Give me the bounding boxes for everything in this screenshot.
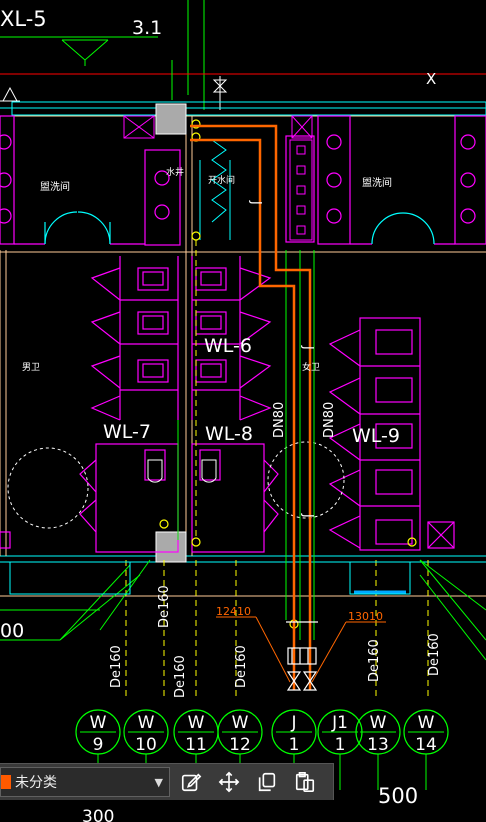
copy-button[interactable] xyxy=(250,767,284,797)
axis-bubble-7: W13 xyxy=(355,709,401,755)
axis-bubble-top: W xyxy=(138,713,155,733)
axis-bubble-bottom: 1 xyxy=(289,735,300,755)
washroom-left-fixtures xyxy=(0,115,181,246)
axis-bubble-1: W9 xyxy=(75,709,121,755)
hot-water-equipment xyxy=(123,115,313,241)
axis-bubble-5: J1 xyxy=(271,709,317,755)
axis-bubble-circle xyxy=(403,709,449,755)
room-label-womens: 女卫 xyxy=(302,361,320,373)
paste-button[interactable] xyxy=(288,767,322,797)
dim-orange-left: 12410 xyxy=(216,605,251,618)
green-lines xyxy=(0,60,486,661)
j-labels: J J J xyxy=(248,200,315,518)
j-mark-1: J xyxy=(248,200,263,205)
cross-mark: X xyxy=(426,70,436,88)
dim-orange-right: 13010 xyxy=(348,610,383,623)
axis-bubble-top: W xyxy=(370,713,387,733)
warning-icon xyxy=(0,86,20,102)
axis-bubble-bottom: 14 xyxy=(415,735,437,755)
dim-de160-1: De160 xyxy=(109,645,124,688)
edit-button[interactable] xyxy=(174,767,208,797)
axis-bubble-circle xyxy=(271,709,317,755)
pipe-label-wl9: WL-9 xyxy=(352,425,400,447)
layer-dropdown[interactable]: 未分类 ▼ xyxy=(0,767,170,797)
paste-icon xyxy=(295,772,315,792)
room-label-mens: 男卫 xyxy=(22,362,40,373)
axis-bubble-8: W14 xyxy=(403,709,449,755)
move-icon xyxy=(218,771,240,793)
dim-de160-4: De160 xyxy=(234,645,249,688)
shaft-block-bottom xyxy=(155,531,187,563)
heater-coil xyxy=(211,139,227,223)
room-label-washroom-right: 盥洗间 xyxy=(362,176,392,189)
axis-bubble-top: W xyxy=(418,713,435,733)
washroom-right-fixtures xyxy=(285,115,486,245)
doors xyxy=(44,211,435,245)
axis-bubble-top: W xyxy=(188,713,205,733)
edit-icon xyxy=(181,773,202,792)
top-left-label: XL-5 xyxy=(0,7,47,31)
axis-bubble-circle xyxy=(217,709,263,755)
dim-bottom-500: 500 xyxy=(378,784,418,808)
layer-color-swatch xyxy=(1,775,11,789)
dim-de160-2: De160 xyxy=(157,585,172,628)
axis-bubble-circle xyxy=(355,709,401,755)
pipe-label-dn80-right: DN80 xyxy=(322,402,337,438)
toilet-stalls-lower xyxy=(0,443,279,553)
axis-bubble-top: J xyxy=(290,713,296,733)
room-label-washroom-left: 盥洗间 xyxy=(40,180,70,193)
move-button[interactable] xyxy=(212,767,246,797)
axis-bubble-bottom: 9 xyxy=(93,735,104,755)
pipe-label-dn80-left: DN80 xyxy=(272,402,287,438)
toilet-stalls-left xyxy=(90,256,179,421)
j-mark-2: J xyxy=(300,345,315,350)
axis-bubble-6: J11 xyxy=(317,709,363,755)
room-label-water-shaft: 水井 xyxy=(166,166,184,178)
shaft-block-top xyxy=(155,103,187,135)
axis-bubble-top: J1 xyxy=(331,713,348,733)
axis-bubble-circle xyxy=(123,709,169,755)
axis-bubble-3: W11 xyxy=(173,709,219,755)
dashed-circles xyxy=(7,441,345,529)
edit-toolbar: 未分类 ▼ xyxy=(0,763,334,800)
dim-left-edge: 00 xyxy=(0,620,24,642)
dim-de160-5: De160 xyxy=(367,639,382,682)
pipe-label-wl7: WL-7 xyxy=(103,421,151,443)
room-label-hot-water: 开水间 xyxy=(208,174,235,186)
axis-bubble-circle xyxy=(75,709,121,755)
pipe-label-wl8: WL-8 xyxy=(205,423,253,445)
stair-hatch xyxy=(9,561,411,595)
toilet-stalls-right xyxy=(328,317,455,551)
dim-de160-3: De160 xyxy=(173,655,188,698)
j-mark-3: J xyxy=(300,513,315,518)
orange-leaders xyxy=(216,616,386,683)
axis-bubble-bottom: 1 xyxy=(335,735,346,755)
dashed-riser-lines xyxy=(125,240,429,700)
dim-bottom-300: 300 xyxy=(82,807,114,822)
pipe-label-wl6: WL-6 xyxy=(204,335,252,357)
axis-bubble-top: W xyxy=(232,713,249,733)
axis-bubble-bottom: 10 xyxy=(135,735,157,755)
copy-icon xyxy=(258,772,276,792)
axis-bubble-2: W10 xyxy=(123,709,169,755)
chevron-down-icon: ▼ xyxy=(154,775,163,789)
orange-pipes xyxy=(190,124,312,690)
valve-top-icon xyxy=(212,76,228,110)
header-lines xyxy=(0,0,205,110)
top-elevation: 3.1 xyxy=(132,17,162,39)
axis-bubble-bottom: 12 xyxy=(229,735,251,755)
axis-bubble-top: W xyxy=(90,713,107,733)
valve-bottom-icons xyxy=(286,621,318,691)
axis-bubble-bottom: 11 xyxy=(185,735,207,755)
dim-de160-6: De160 xyxy=(427,633,442,676)
axis-bubble-bottom: 13 xyxy=(367,735,389,755)
urinals xyxy=(147,459,217,483)
axis-bubble-4: W12 xyxy=(217,709,263,755)
layer-dropdown-label: 未分类 xyxy=(15,775,57,791)
